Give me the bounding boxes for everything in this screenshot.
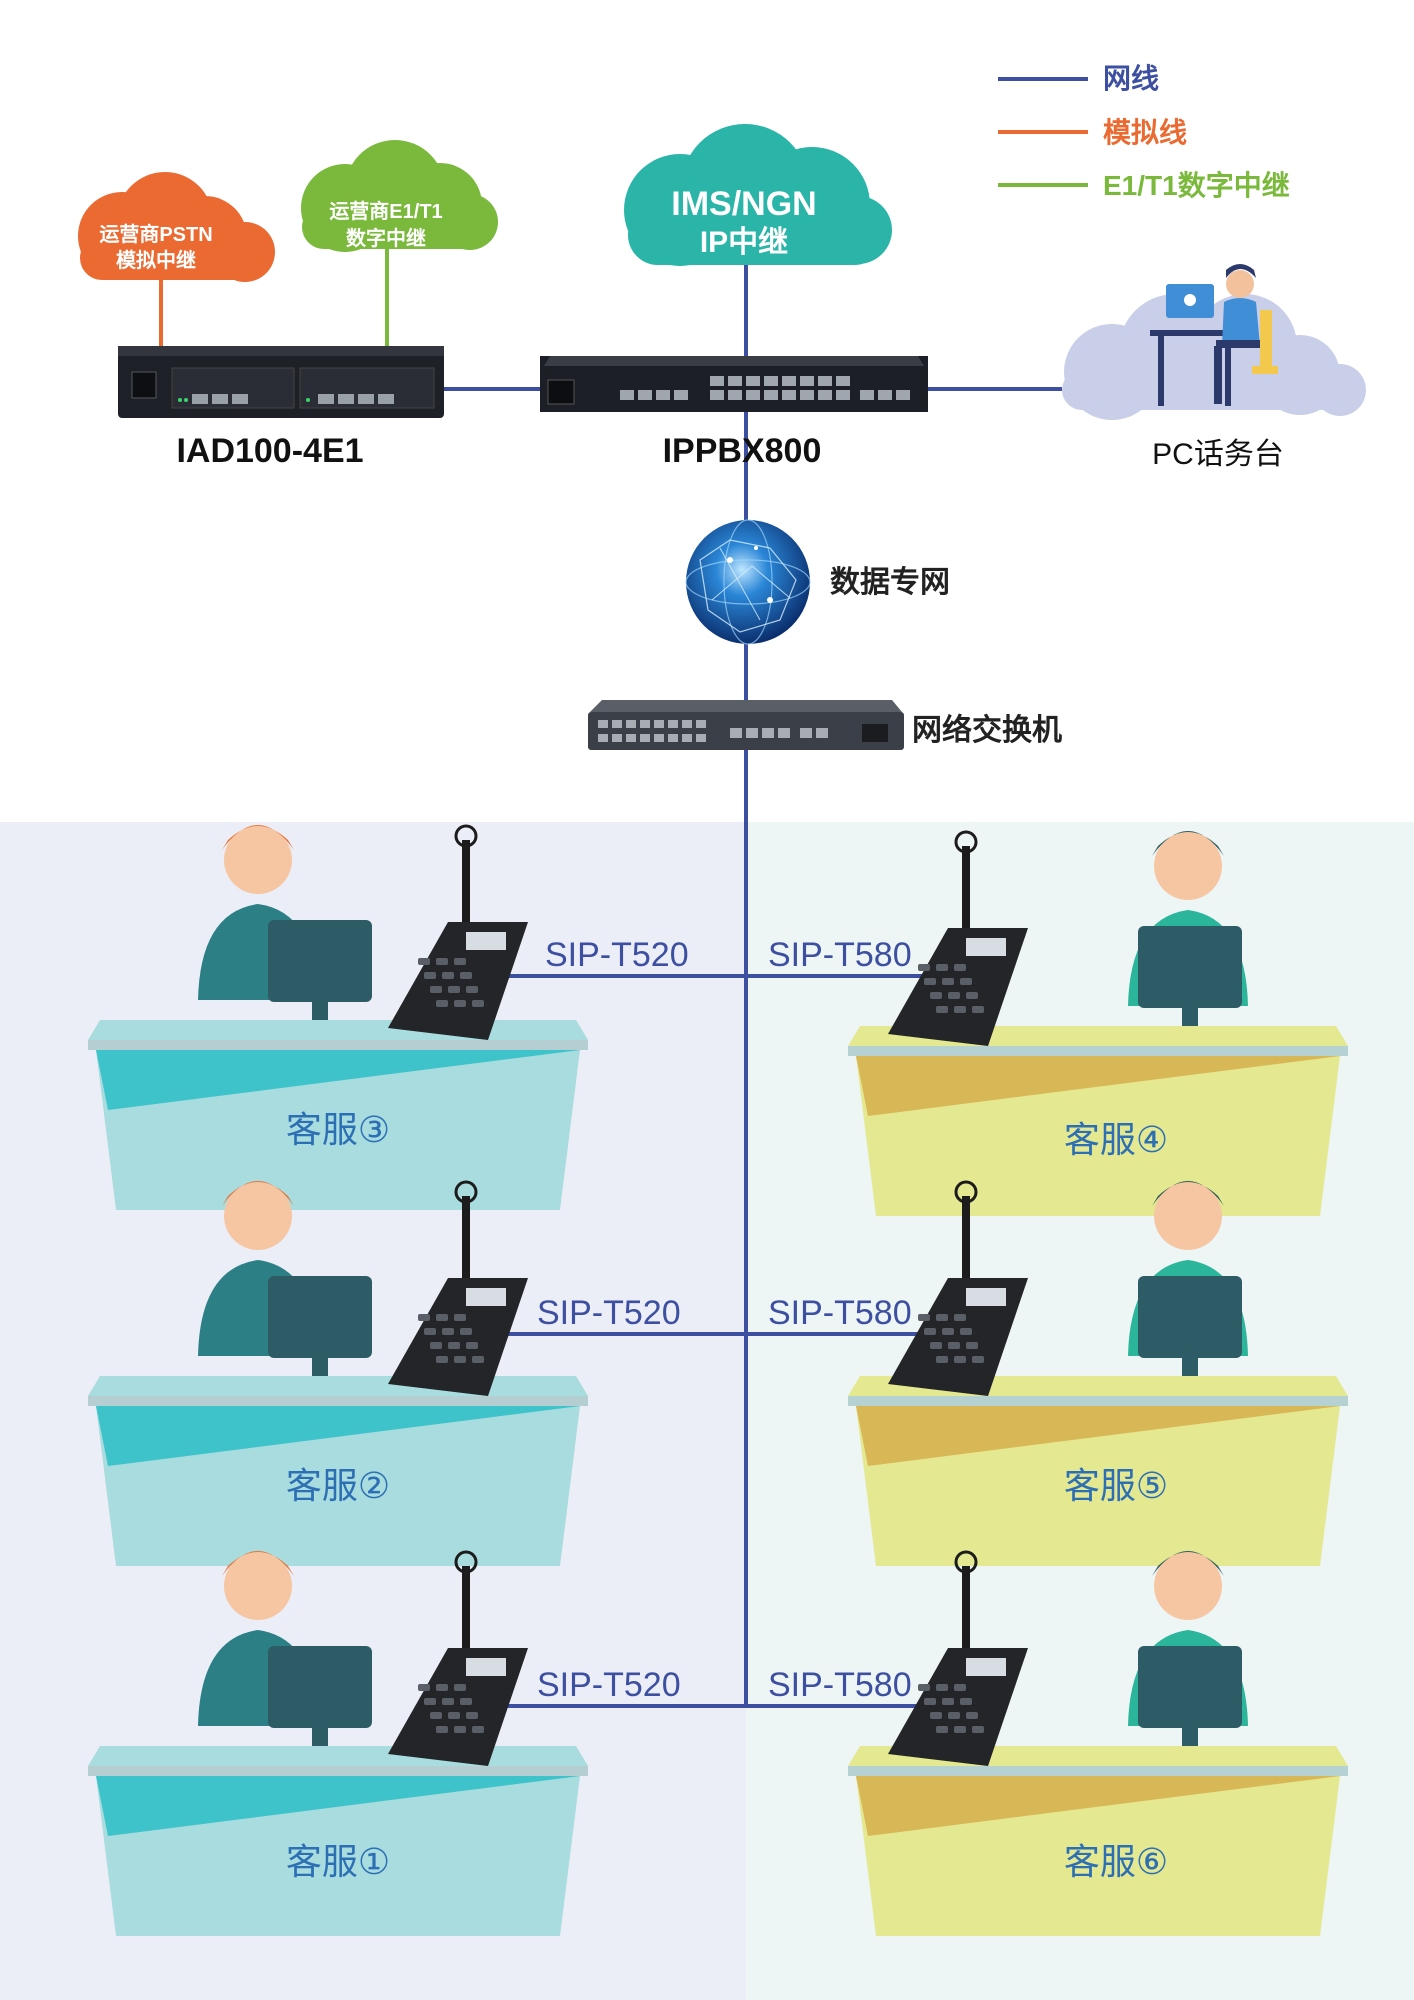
row1-left-phone-label: SIP-T520 <box>545 936 689 974</box>
legend-label-analog: 模拟线 <box>1103 117 1187 148</box>
agent-hair <box>222 1181 294 1206</box>
legend-label-e1t1: E1/T1数字中继 <box>1103 169 1290 201</box>
agent-3-station <box>88 824 588 1210</box>
pstn-cloud-line1: 运营商PSTN <box>99 222 212 246</box>
desk-top <box>88 1746 588 1766</box>
handset-hanger <box>962 1566 970 1656</box>
agent-1-label: 客服① <box>286 1841 390 1882</box>
agent-head <box>1154 1182 1222 1250</box>
row3-right-phone-label: SIP-T580 <box>768 1666 912 1704</box>
desk-phone <box>888 928 1028 1046</box>
monitor <box>1138 1276 1242 1358</box>
legend-label-ethernet: 网线 <box>1103 63 1159 94</box>
e1t1-cloud-line1: 运营商E1/T1 <box>329 199 442 223</box>
ims-cloud-line2: IP中继 <box>700 226 788 259</box>
agent-5-station <box>848 1180 1348 1566</box>
agent-head <box>224 1182 292 1250</box>
desk-accent <box>96 1050 580 1110</box>
data-network-label: 数据专网 <box>830 566 950 599</box>
desk-phone <box>888 1278 1028 1396</box>
agent-4-label: 客服④ <box>1064 1119 1168 1160</box>
agent-hair <box>222 825 294 850</box>
agent-hair <box>1152 831 1224 856</box>
desk-accent <box>856 1406 1340 1466</box>
handset-hanger <box>462 1566 470 1656</box>
desk-top <box>88 1020 588 1040</box>
desk-accent <box>96 1406 580 1466</box>
agent-head <box>1154 832 1222 900</box>
network-switch-label: 网络交换机 <box>912 713 1062 747</box>
agent-hair <box>1152 1181 1224 1206</box>
desk-accent <box>856 1776 1340 1836</box>
pstn-cloud-line2: 模拟中继 <box>116 248 196 272</box>
monitor <box>1138 1646 1242 1728</box>
ims-cloud-line1: IMS/NGN <box>671 185 816 223</box>
agent-head <box>1154 1552 1222 1620</box>
ippbx-device <box>540 356 928 412</box>
monitor <box>268 920 372 1002</box>
desk-accent <box>856 1056 1340 1116</box>
monitor <box>268 1276 372 1358</box>
e1t1-cloud-line2: 数字中继 <box>346 226 426 250</box>
agent-head <box>224 1552 292 1620</box>
row1-right-phone-label: SIP-T580 <box>768 936 912 974</box>
handset-hanger <box>962 1196 970 1286</box>
monitor <box>1138 926 1242 1008</box>
agent-1-station <box>88 1550 588 1936</box>
agent-3-label: 客服③ <box>286 1109 390 1150</box>
row2-right-phone-label: SIP-T580 <box>768 1294 912 1332</box>
desk-phone <box>388 1278 528 1396</box>
handset-hanger <box>462 1196 470 1286</box>
desk-phone <box>388 922 528 1040</box>
pstn-cloud: 运营商PSTN 模拟中继 <box>78 172 275 282</box>
monitor <box>268 1646 372 1728</box>
handset-hanger <box>962 846 970 936</box>
agent-hair <box>1152 1551 1224 1576</box>
row2-left-phone-label: SIP-T520 <box>537 1294 681 1332</box>
ims-cloud: IMS/NGN IP中继 <box>624 124 892 266</box>
desk-top <box>88 1376 588 1396</box>
iad-device <box>118 346 444 418</box>
row3-left-phone-label: SIP-T520 <box>537 1666 681 1704</box>
ippbx-label: IPPBX800 <box>663 432 822 470</box>
desk-phone <box>888 1648 1028 1766</box>
data-network-globe <box>685 519 811 645</box>
desk-phone <box>388 1648 528 1766</box>
agent-6-station <box>848 1550 1348 1936</box>
pc-console-label: PC话务台 <box>1152 438 1284 471</box>
agent-2-station <box>88 1180 588 1566</box>
handset-hanger <box>462 840 470 930</box>
iad-label: IAD100-4E1 <box>176 432 363 470</box>
agent-6-label: 客服⑥ <box>1064 1841 1168 1882</box>
agent-head <box>224 826 292 894</box>
agent-4-station <box>848 830 1348 1216</box>
legend: 网线 模拟线 E1/T1数字中继 <box>998 63 1290 201</box>
desk-accent <box>96 1776 580 1836</box>
agent-hair <box>222 1551 294 1576</box>
network-switch-device <box>588 700 904 750</box>
agent-2-label: 客服② <box>286 1465 390 1506</box>
agent-5-label: 客服⑤ <box>1064 1465 1168 1506</box>
e1t1-cloud: 运营商E1/T1 数字中继 <box>301 140 498 252</box>
pc-console-illustration <box>1062 264 1366 420</box>
